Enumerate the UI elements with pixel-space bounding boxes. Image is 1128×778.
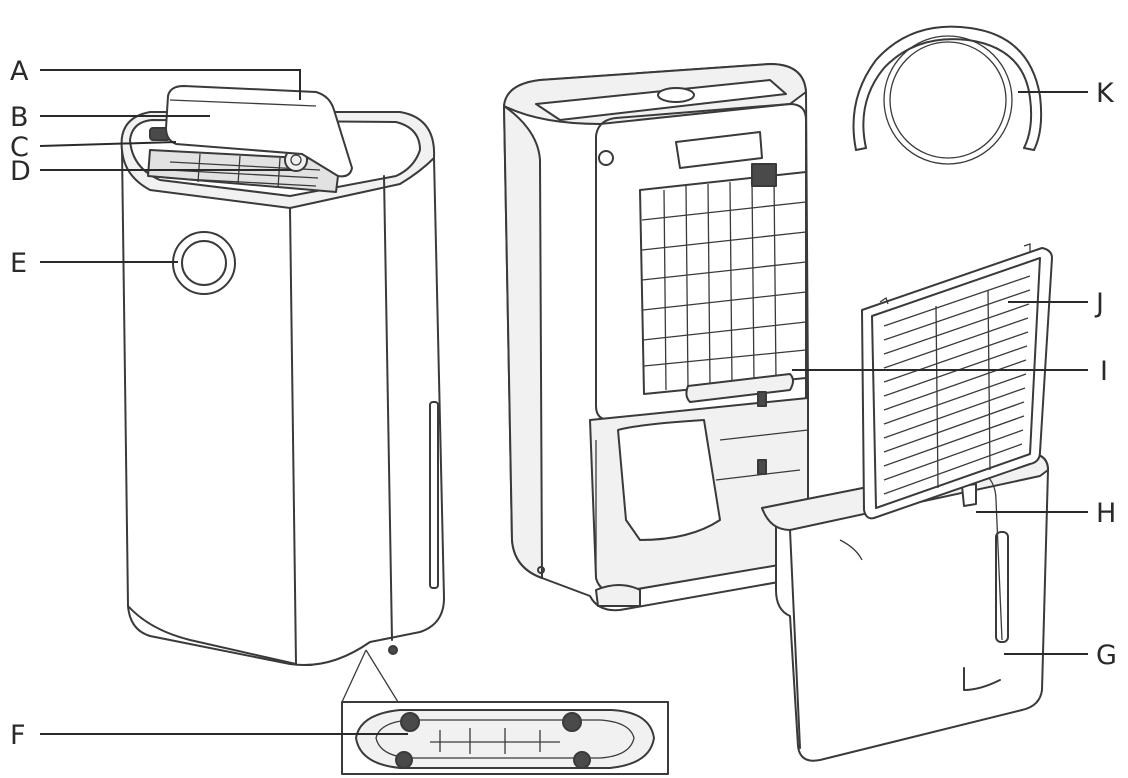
label-i: I	[1100, 356, 1108, 387]
front-unit	[120, 85, 445, 667]
label-c: C	[10, 132, 29, 163]
label-k: K	[1096, 78, 1115, 109]
label-a: A	[10, 56, 29, 87]
drain-hose	[852, 25, 1043, 165]
label-h: H	[1096, 498, 1116, 529]
filter-panel	[861, 243, 1053, 520]
label-b: B	[10, 102, 29, 133]
leader-lines	[39, 69, 1088, 735]
label-g: G	[1096, 640, 1117, 671]
back-unit	[503, 63, 809, 612]
label-f: F	[10, 720, 26, 751]
label-j: J	[1094, 288, 1104, 319]
wheel-inset	[341, 649, 669, 775]
label-e: E	[10, 248, 27, 279]
label-d: D	[10, 156, 31, 187]
